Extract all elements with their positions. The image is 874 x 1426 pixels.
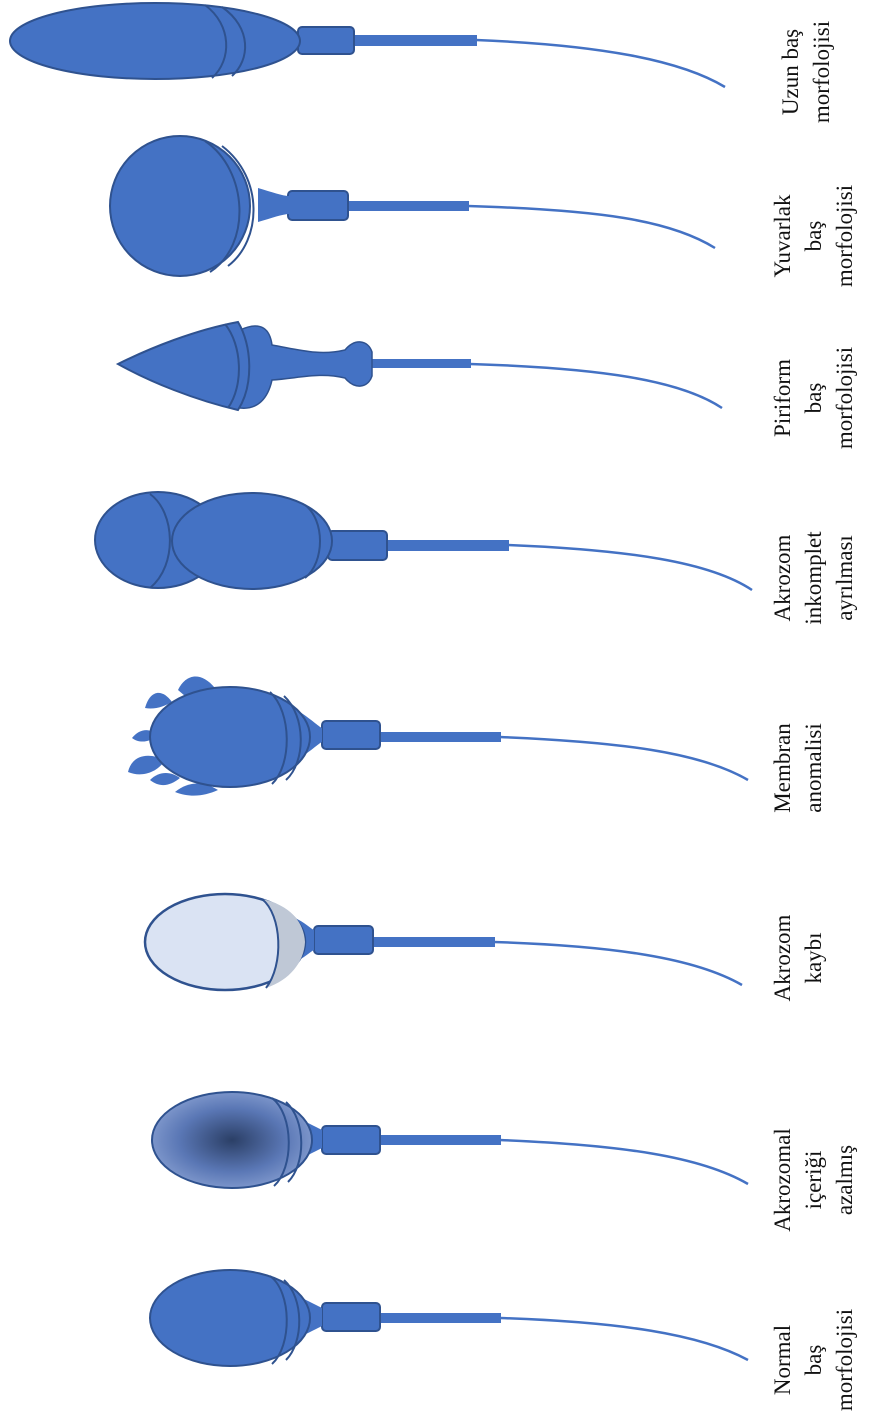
svg-text:morfolojisi: morfolojisi bbox=[832, 185, 857, 287]
label-akrozom-kaybi: Akrozom kaybı bbox=[770, 914, 826, 1001]
sperm-round-head bbox=[110, 136, 715, 276]
svg-text:Normal: Normal bbox=[770, 1325, 795, 1395]
svg-text:Membran: Membran bbox=[770, 723, 795, 813]
label-akrozomal: Akrozomal içeriği azalmış bbox=[770, 1128, 857, 1231]
svg-text:baş: baş bbox=[801, 383, 826, 414]
label-normal: Normal baş morfolojisi bbox=[770, 1309, 857, 1411]
label-yuvarlak: Yuvarlak baş morfolojisi bbox=[770, 185, 857, 287]
svg-text:inkomplet: inkomplet bbox=[801, 531, 826, 625]
svg-text:kaybı: kaybı bbox=[801, 932, 826, 983]
svg-text:Piriform: Piriform bbox=[770, 359, 795, 437]
svg-text:Akrozom: Akrozom bbox=[770, 914, 795, 1001]
sperm-acrosome-loss bbox=[145, 894, 742, 990]
sperm-reduced-acrosome bbox=[152, 1092, 748, 1188]
label-akrozom-inkomplet: Akrozom inkomplet ayrılması bbox=[770, 531, 857, 625]
sperm-long-head bbox=[10, 3, 725, 87]
svg-text:morfolojisi: morfolojisi bbox=[832, 347, 857, 449]
svg-text:Yuvarlak: Yuvarlak bbox=[770, 194, 795, 278]
svg-text:morfolojisi: morfolojisi bbox=[832, 1309, 857, 1411]
sperm-double-head bbox=[95, 492, 752, 590]
svg-text:azalmış: azalmış bbox=[832, 1145, 857, 1215]
svg-text:baş: baş bbox=[801, 221, 826, 252]
svg-text:ayrılması: ayrılması bbox=[832, 535, 857, 621]
sperm-membrane-anomaly bbox=[128, 676, 748, 795]
svg-text:anomalisi: anomalisi bbox=[801, 723, 826, 812]
label-piriform: Piriform baş morfolojisi bbox=[770, 347, 857, 449]
svg-text:içeriği: içeriği bbox=[801, 1151, 826, 1210]
sperm-normal-head bbox=[150, 1270, 748, 1366]
svg-text:Akrozom: Akrozom bbox=[770, 534, 795, 621]
label-uzun: Uzun baş morfolojisi bbox=[778, 21, 834, 123]
svg-text:Akrozomal: Akrozomal bbox=[770, 1128, 795, 1231]
svg-text:Uzun baş: Uzun baş bbox=[778, 29, 803, 115]
svg-text:baş: baş bbox=[801, 1345, 826, 1376]
label-membran: Membran anomalisi bbox=[770, 723, 826, 813]
sperm-piriform-head bbox=[118, 322, 722, 410]
svg-text:morfolojisi: morfolojisi bbox=[809, 21, 834, 123]
